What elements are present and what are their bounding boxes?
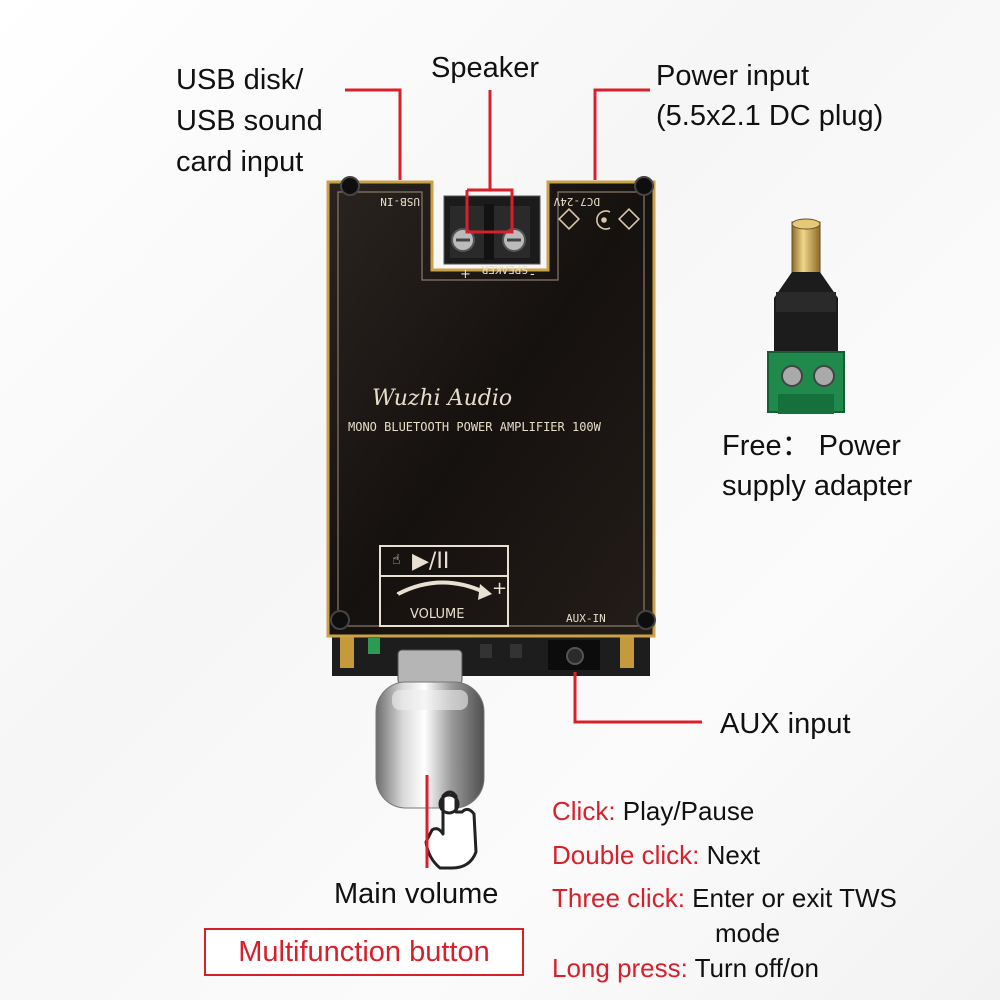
usb-label-line-2: USB sound (176, 105, 323, 137)
callout-lines (345, 88, 702, 868)
instruction-action: Double click: (552, 840, 700, 870)
usb-label-line-3: card input (176, 146, 304, 178)
plus-text: + (460, 267, 471, 282)
amplifier-board (326, 180, 656, 638)
volume-knob (375, 649, 485, 809)
hand-pointer-icon (424, 790, 478, 870)
instruction-result: Play/Pause (622, 796, 755, 826)
volume-plus: + (492, 578, 507, 599)
dc-in-text: DC7-24V (553, 195, 600, 208)
speaker-label: Speaker (431, 52, 540, 84)
main-volume-label: Main volume (334, 878, 499, 910)
touch-icon: ☝ (392, 552, 401, 568)
aux-in-text: AUX-IN (566, 612, 606, 625)
volume-minus: - (396, 582, 403, 603)
multifunction-button-label: Multifunction button (238, 936, 490, 968)
instruction-three-click-line2: mode (715, 916, 780, 950)
speaker-terminal (443, 195, 541, 265)
screws (330, 176, 656, 630)
instruction-result: Next (706, 840, 761, 870)
speaker-board-text: SPEAKER (481, 263, 528, 276)
instruction-result: Turn off/on (694, 953, 819, 983)
volume-arrow-icon (397, 580, 485, 596)
instruction-click: Click: Play/Pause (552, 794, 754, 828)
instruction-double-click: Double click: Next (552, 838, 760, 872)
volume-board-text: VOLUME (410, 607, 464, 622)
board-model-text: MONO BLUETOOTH POWER AMPLIFIER 100W (348, 420, 602, 434)
power-input-sub-label: (5.5x2.1 DC plug) (656, 100, 884, 132)
dc-polarity-icon (557, 207, 641, 231)
power-adapter-image (767, 218, 845, 414)
usb-in-text: USB-IN (380, 195, 420, 208)
instruction-result: mode (715, 918, 781, 948)
multifunction-button-label-box: Multifunction button (204, 928, 524, 976)
usb-label-line-1: USB disk/ (176, 64, 304, 96)
instruction-three-click: Three click: Enter or exit TWS (552, 881, 897, 915)
aux-jack-icon (566, 647, 584, 665)
control-panel: ☝ (379, 545, 509, 627)
brand-logo: Wuzhi Audio (372, 386, 512, 411)
free-adapter-label-1: Free： Power (722, 430, 901, 462)
aux-input-label: AUX input (720, 708, 851, 740)
play-pause-icon: ▶/II (412, 549, 449, 574)
instruction-action: Long press: (552, 953, 688, 983)
power-input-label: Power input (656, 60, 810, 92)
minus-text: - (530, 267, 535, 282)
instruction-long-press: Long press: Turn off/on (552, 951, 819, 985)
free-adapter-label-2: supply adapter (722, 470, 913, 502)
instruction-action: Click: (552, 796, 616, 826)
instruction-result: Enter or exit TWS (692, 883, 897, 913)
instruction-action: Three click: (552, 883, 685, 913)
